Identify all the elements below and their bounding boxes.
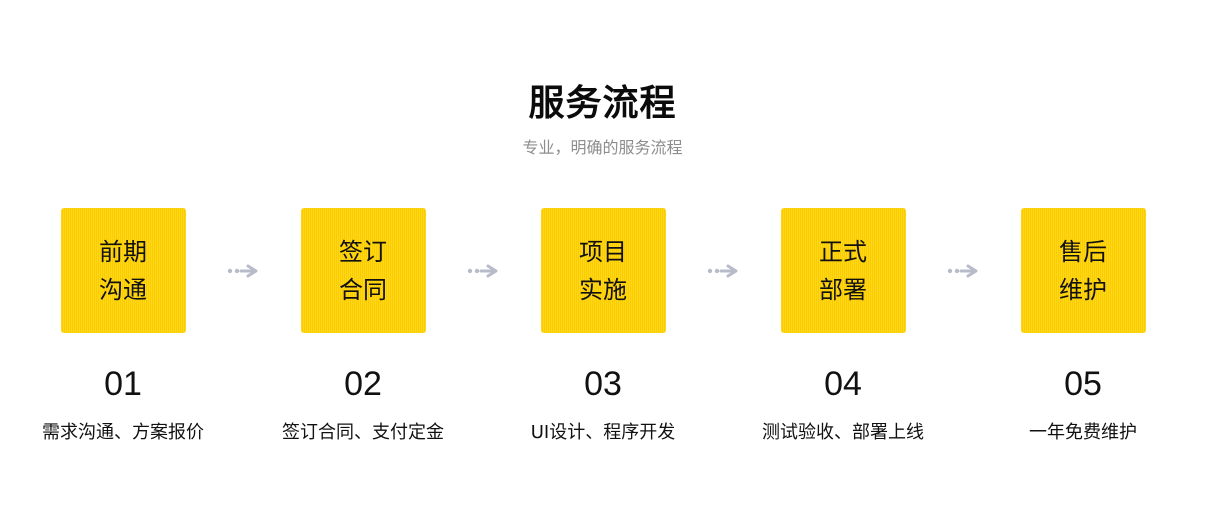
step-title-line-2: 合同: [339, 275, 387, 304]
step-description: 一年免费维护: [1029, 422, 1137, 443]
step-description: 测试验收、部署上线: [762, 422, 924, 443]
dotted-arrow-right-icon: [467, 264, 498, 278]
step-title-line-2: 维护: [1059, 275, 1107, 304]
dotted-arrow-right-icon: [227, 264, 258, 278]
step-description: 签订合同、支付定金: [282, 422, 444, 443]
step-title-line-2: 部署: [819, 275, 867, 304]
step-tile: 项目 实施: [540, 208, 666, 333]
step-4: 正式 部署 04 测试验收、部署上线: [753, 208, 933, 445]
step-tile: 正式 部署: [780, 208, 906, 333]
step-title-line-2: 实施: [579, 275, 627, 304]
page-title: 服务流程: [528, 83, 677, 124]
step-1: 前期 沟通 01 需求沟通、方案报价: [33, 208, 213, 445]
step-title-line-1: 售后: [1059, 237, 1107, 266]
step-title-line-1: 签订: [339, 237, 387, 266]
step-title-line-1: 项目: [579, 237, 627, 266]
step-3: 项目 实施 03 UI设计、程序开发: [513, 208, 693, 445]
dotted-arrow-right-icon: [947, 264, 978, 278]
step-number: 05: [1064, 365, 1102, 403]
step-5: 售后 维护 05 一年免费维护: [993, 208, 1173, 445]
step-title-line-1: 正式: [819, 237, 867, 266]
step-title-line-1: 前期: [99, 237, 147, 266]
step-number: 04: [824, 365, 862, 403]
page-subtitle: 专业，明确的服务流程: [522, 138, 683, 157]
step-title-line-2: 沟通: [99, 275, 147, 304]
step-2: 签订 合同 02 签订合同、支付定金: [273, 208, 453, 445]
dotted-arrow-right-icon: [707, 264, 738, 278]
step-number: 02: [344, 365, 382, 403]
step-description: UI设计、程序开发: [530, 422, 676, 443]
step-number: 01: [104, 365, 142, 403]
step-number: 03: [584, 365, 622, 403]
step-tile: 前期 沟通: [60, 208, 186, 333]
step-description: 需求沟通、方案报价: [42, 422, 204, 443]
step-tile: 签订 合同: [300, 208, 426, 333]
step-tile: 售后 维护: [1020, 208, 1146, 333]
